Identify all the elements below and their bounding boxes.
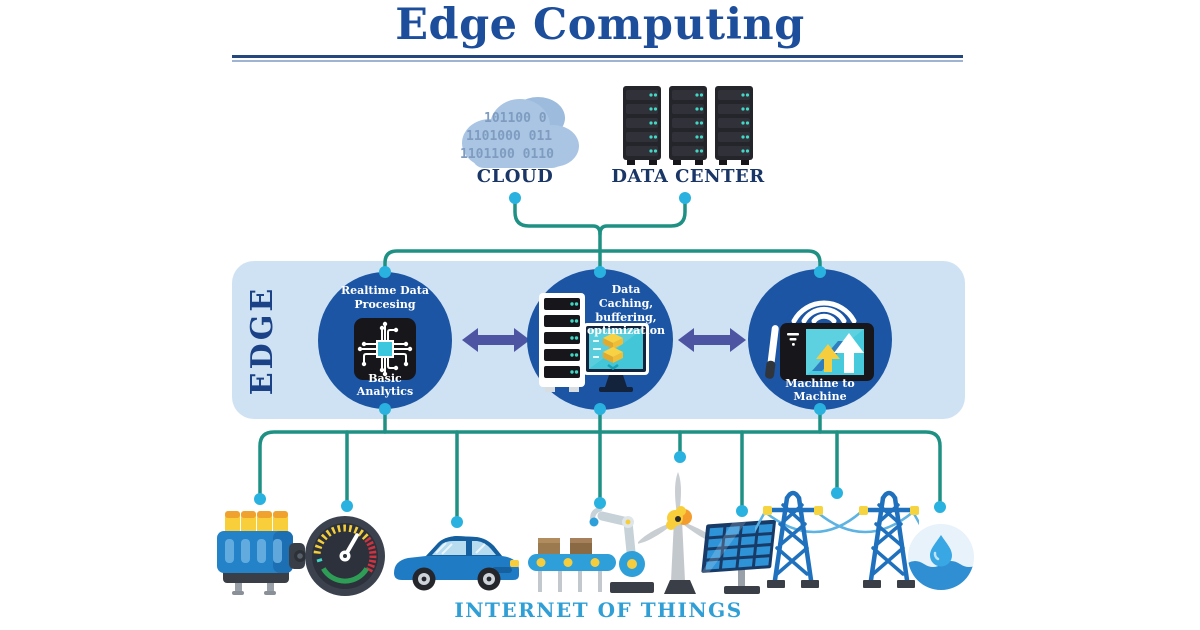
cloud-binary: 101100 0 1101000 011 1101100 0110 — [460, 111, 554, 162]
svg-text:1101100 0110: 1101100 0110 — [460, 147, 554, 162]
edge-node-machine-to-machine: Machine to Machine — [748, 269, 892, 410]
chip-circuit-icon — [354, 318, 416, 380]
car-icon — [394, 536, 519, 591]
m2m-tablet-icon — [765, 323, 874, 381]
cloud-icon: 101100 0 1101000 011 1101100 0110 — [460, 97, 579, 168]
page-title: Edge Computing — [395, 0, 805, 50]
svg-text:1101000 011: 1101000 011 — [466, 129, 552, 144]
node1-top-label: Realtime Data Procesing — [340, 284, 430, 311]
iot-label: INTERNET OF THINGS — [454, 598, 743, 622]
water-sensor-icon — [908, 524, 974, 590]
edge-node-data-caching: Data Caching, buffering, optimization — [527, 269, 673, 410]
datacenter-icon — [623, 86, 753, 165]
double-arrow-icon — [462, 328, 530, 352]
cloud-label: CLOUD — [476, 166, 554, 187]
node2-label: Data Caching, buffering, optimization — [586, 283, 666, 338]
speedometer-gauge-icon — [305, 516, 385, 596]
edge-node-realtime-processing: Realtime Data Procesing Basic Analytics — [318, 272, 452, 409]
node1-bottom-label: Basic Analytics — [356, 371, 414, 399]
title-divider-shadow — [232, 60, 963, 62]
wifi-arcs-icon — [791, 300, 857, 324]
edge-band-title: EDGE — [245, 285, 281, 395]
industrial-engine-icon — [217, 511, 306, 595]
svg-text:101100 0: 101100 0 — [484, 111, 547, 126]
power-transmission-towers-icon — [755, 490, 919, 588]
conveyor-robot-arm-icon — [528, 506, 654, 593]
node3-label: Machine to Machine — [785, 376, 855, 404]
title-divider — [232, 55, 963, 58]
server-monitor-icon — [539, 293, 649, 392]
double-arrow-icon — [678, 328, 746, 352]
solar-panel-icon — [701, 520, 776, 594]
datacenter-label: DATA CENTER — [611, 166, 765, 187]
